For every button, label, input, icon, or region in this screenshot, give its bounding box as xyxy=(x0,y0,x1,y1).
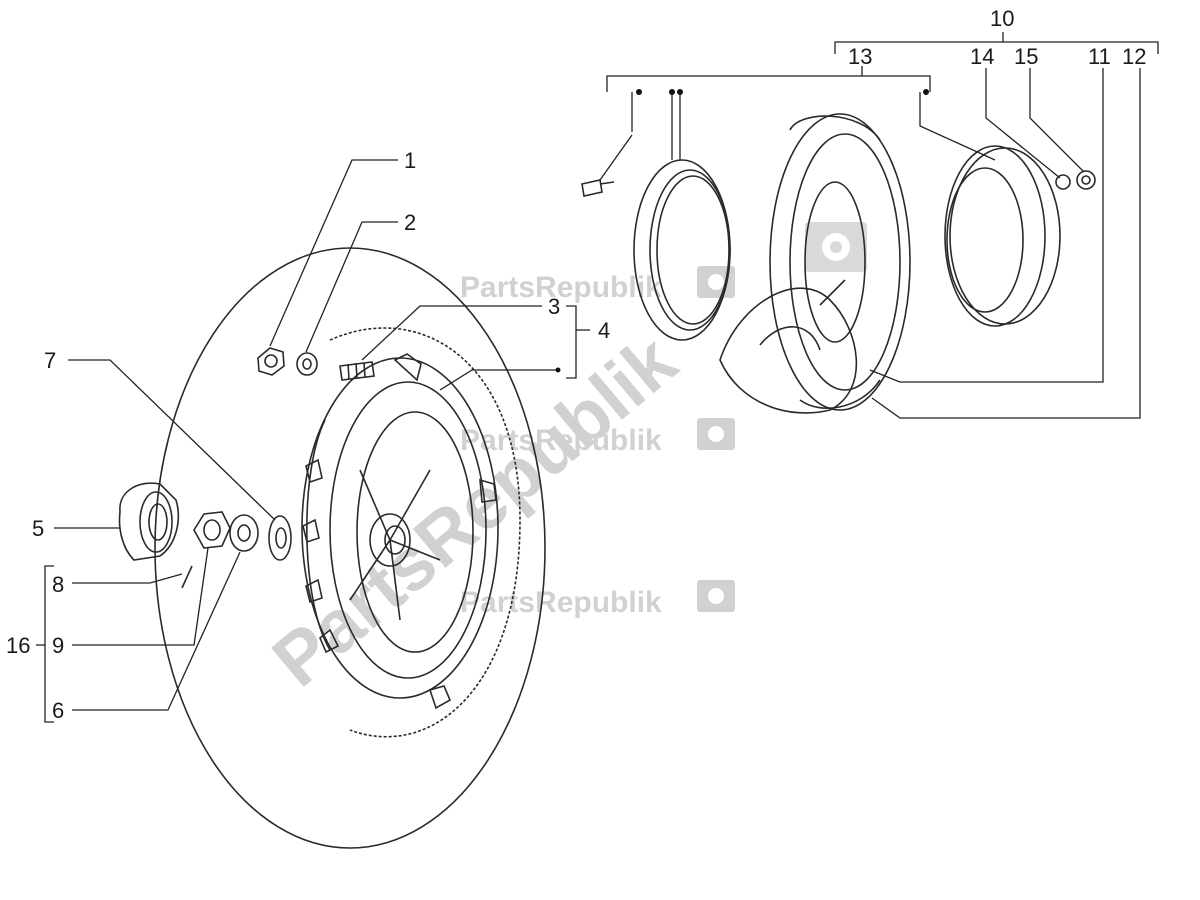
callout-1: 1 xyxy=(404,148,416,173)
callout-7: 7 xyxy=(44,348,56,373)
watermark-middle-logo xyxy=(697,418,735,450)
callout-4: 4 xyxy=(598,318,610,343)
rim-half-right xyxy=(944,145,1061,327)
callout-6: 6 xyxy=(52,698,64,723)
leader-lines xyxy=(36,32,1159,723)
callout-12: 12 xyxy=(1122,44,1146,69)
wheel-hub xyxy=(301,353,499,710)
callout-15: 15 xyxy=(1014,44,1038,69)
callout-10: 10 xyxy=(990,6,1014,31)
part-8-pin xyxy=(181,565,193,589)
callout-13: 13 xyxy=(848,44,872,69)
watermark-bottom: PartsRepublik xyxy=(460,586,662,619)
callout-8: 8 xyxy=(52,572,64,597)
part-2-washer xyxy=(296,352,318,376)
callout-14: 14 xyxy=(970,44,994,69)
callout-2: 2 xyxy=(404,210,416,235)
bolt-part xyxy=(581,179,615,197)
leader-dot xyxy=(555,367,561,373)
callout-9: 9 xyxy=(52,633,64,658)
watermark-gear-logo xyxy=(805,222,867,272)
part-6-washer xyxy=(229,514,259,552)
tyre xyxy=(769,113,911,411)
inner-tube xyxy=(719,279,858,414)
callout-16: 16 xyxy=(6,633,30,658)
watermark-middle: PartsRepublik xyxy=(460,424,662,457)
watermark-top: PartsRepublik xyxy=(460,271,662,304)
part-15-nut xyxy=(1076,170,1096,190)
rim-half-left xyxy=(633,159,731,341)
part-9-nut xyxy=(193,511,231,549)
wheel-outline xyxy=(154,247,546,849)
part-5-cap xyxy=(118,482,180,561)
callout-3: 3 xyxy=(548,294,560,319)
part-1-nut xyxy=(257,347,285,376)
callout-labels: 1 2 3 4 5 6 7 8 9 10 11 12 13 14 15 16 xyxy=(6,6,1146,723)
part-14-washer xyxy=(1055,174,1071,190)
watermark-bottom-logo xyxy=(697,580,735,612)
callout-5: 5 xyxy=(32,516,44,541)
part-3-stud xyxy=(339,361,375,381)
part-7-spacer xyxy=(268,515,292,561)
callout-11: 11 xyxy=(1088,44,1111,69)
